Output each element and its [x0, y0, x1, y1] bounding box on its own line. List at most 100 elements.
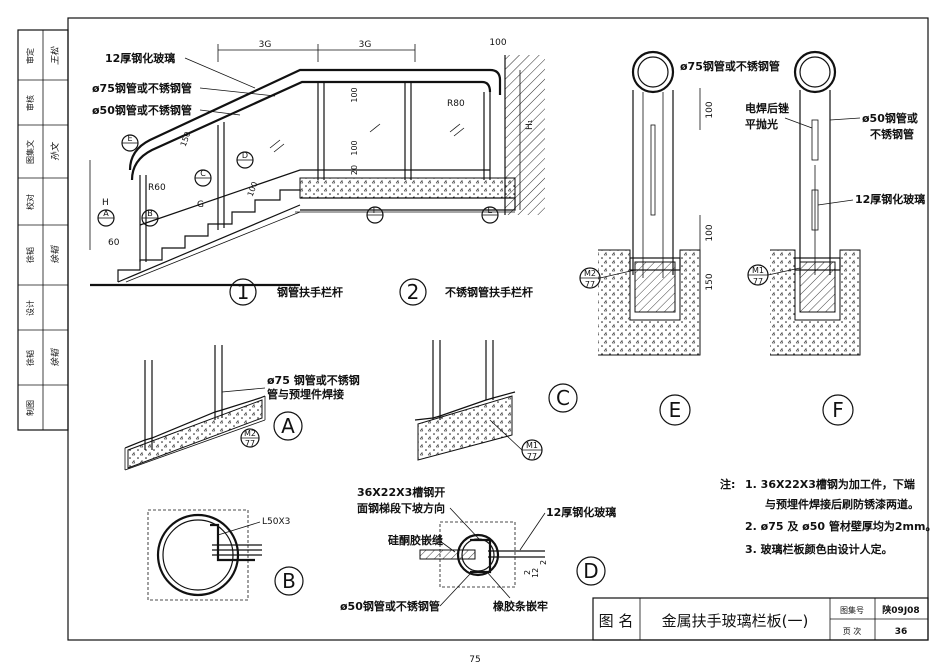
dim-100-top: 100	[489, 38, 506, 48]
svg-text:D: D	[242, 151, 248, 160]
svg-text:77: 77	[245, 439, 255, 448]
marker-f: F	[366, 206, 384, 224]
notes-title: 注:	[720, 477, 735, 491]
d-note-tube: ø50钢管或不锈钢管	[340, 599, 440, 613]
svg-text:77: 77	[585, 280, 595, 289]
sidebar-label-2: 审核	[25, 95, 35, 111]
h-label: H	[102, 198, 109, 208]
title-block: 图 名 金属扶手玻璃栏板(一) 图集号 陕09J08 页 次 36	[592, 597, 929, 641]
b-note: L50X3	[262, 517, 290, 527]
dim-100-diag: 100	[246, 180, 260, 197]
c-label: C	[556, 386, 570, 410]
d-note-silicone: 硅酮胶嵌缝	[388, 533, 443, 547]
detail-a: ø75 钢管或不锈钢 管与预埋件焊接 M2 77 A	[124, 345, 360, 471]
page-label: 页 次	[843, 626, 862, 636]
page-no: 36	[895, 627, 908, 637]
sidebar-label-6: 设计	[25, 300, 35, 316]
dim-g: G	[197, 200, 204, 210]
marker-e-top: E	[121, 134, 139, 152]
f-note-weld-1: 电焊后锉	[745, 101, 789, 115]
detail-d: 36X22X3槽钢开 面钢梯段下坡方向 硅酮胶嵌缝 12厚钢化玻璃 ø50钢管或…	[340, 485, 616, 613]
detail-b: L50X3 B	[147, 509, 304, 601]
sidebar: 审定 王松 审核 图集文 孙文 校对 徐韬 徐韬 设计 徐韬 徐韬 制图	[17, 29, 69, 431]
page-number: 75	[469, 655, 480, 665]
detail-c: M1 77 C	[414, 340, 578, 461]
sidebar-label-8: 制图	[25, 400, 35, 416]
title-name-label: 图 名	[599, 612, 634, 630]
f-label: F	[832, 398, 844, 422]
marker-b: B	[141, 209, 159, 227]
f-note-tube-2: 不锈钢管	[870, 127, 914, 141]
sidebar-sign-3: 孙文	[50, 141, 61, 161]
d-note-channel-2: 面钢梯段下坡方向	[357, 501, 445, 515]
caption-1-num: 1	[237, 280, 250, 304]
d-note-rubber: 橡胶条嵌牢	[493, 599, 548, 613]
dim-3g-2: 3G	[359, 40, 372, 50]
dim-150-diag: 150	[179, 130, 193, 147]
sidebar-sign-1: 王松	[50, 46, 61, 65]
marker-d: D	[236, 151, 254, 169]
marker-e-bottom: E	[481, 206, 499, 224]
r60-label: R60	[148, 183, 166, 193]
note-3: 3. 玻璃栏板颜色由设计人定。	[745, 542, 893, 556]
e-label: E	[669, 398, 682, 422]
e-tube-label: ø75钢管或不锈钢管	[680, 59, 780, 73]
a-note-line1: ø75 钢管或不锈钢	[267, 373, 360, 387]
marker-c: C	[194, 169, 212, 187]
stair-elevation: 3G 3G 100	[89, 38, 545, 306]
sidebar-label-3: 图集文	[25, 140, 35, 164]
notes: 注: 1. 36X22X3槽钢为加工件，下端 与预埋件焊接后刷防锈漆两道。 2.…	[720, 477, 936, 556]
d-label: D	[583, 559, 598, 583]
svg-text:C: C	[200, 169, 206, 178]
tube50-label: ø50钢管或不锈钢管	[92, 103, 192, 117]
marker-a: A	[97, 209, 115, 227]
dim-100-vert: 100	[350, 87, 359, 102]
c-ref-m1: M1 77	[489, 419, 543, 461]
svg-text:B: B	[147, 209, 153, 218]
atlas-label: 图集号	[840, 605, 864, 615]
caption-1-text: 钢管扶手栏杆	[277, 285, 343, 299]
sidebar-label-5: 徐韬	[25, 247, 35, 263]
d-note-glass: 12厚钢化玻璃	[546, 505, 616, 519]
a-ref-m2: M2 77	[240, 428, 260, 448]
svg-text:M1: M1	[526, 441, 538, 450]
note-2: 2. ø75 及 ø50 管材壁厚均为2mm。	[745, 519, 936, 533]
d-dim-2b: 2	[539, 560, 548, 565]
svg-text:E: E	[127, 134, 132, 143]
sidebar-label-4: 校对	[25, 194, 35, 210]
svg-text:E: E	[487, 206, 492, 215]
title-name: 金属扶手玻璃栏板(一)	[662, 612, 809, 630]
svg-text:M2: M2	[584, 269, 596, 278]
dim-60: 60	[108, 238, 120, 248]
dim-100-vert-2: 100	[350, 140, 359, 155]
note-1-line2: 与预埋件焊接后刷防锈漆两道。	[765, 497, 919, 511]
svg-text:77: 77	[527, 452, 537, 461]
a-note-line2: 管与预埋件焊接	[267, 387, 344, 401]
d-dim-2a: 2	[523, 570, 532, 575]
d-note-channel-1: 36X22X3槽钢开	[357, 485, 445, 499]
detail-e: ø75钢管或不锈钢管 100 100 150 M2 77 E	[579, 50, 780, 426]
note-1-line1: 1. 36X22X3槽钢为加工件，下端	[745, 477, 915, 491]
svg-text:M2: M2	[244, 429, 256, 438]
a-label: A	[281, 414, 295, 438]
sidebar-sign-7: 徐韬	[50, 347, 61, 367]
detail-f: 电焊后锉 平抛光 ø50钢管或 不锈钢管 12厚钢化玻璃 M1 77 F	[745, 50, 925, 426]
dim-3g-1: 3G	[259, 40, 272, 50]
e-ref-m2: M2 77	[579, 267, 636, 289]
dim-20-vert: 20	[350, 165, 359, 175]
caption-2-num: 2	[407, 280, 420, 304]
svg-text:M1: M1	[752, 266, 764, 275]
atlas-no: 陕09J08	[882, 604, 919, 616]
f-note-tube-1: ø50钢管或	[862, 111, 918, 125]
tube75-label: ø75钢管或不锈钢管	[92, 81, 192, 95]
f-note-glass: 12厚钢化玻璃	[855, 192, 925, 206]
sidebar-label-7: 徐韬	[25, 350, 35, 366]
b-label: B	[282, 569, 296, 593]
e-dim-100-a: 100	[705, 101, 715, 118]
svg-text:77: 77	[753, 277, 763, 286]
sidebar-label-1: 审定	[25, 48, 35, 64]
f-note-weld-2: 平抛光	[745, 117, 778, 131]
d-dim-12: 12	[531, 568, 540, 578]
caption-2-text: 不锈钢管扶手栏杆	[445, 285, 533, 299]
